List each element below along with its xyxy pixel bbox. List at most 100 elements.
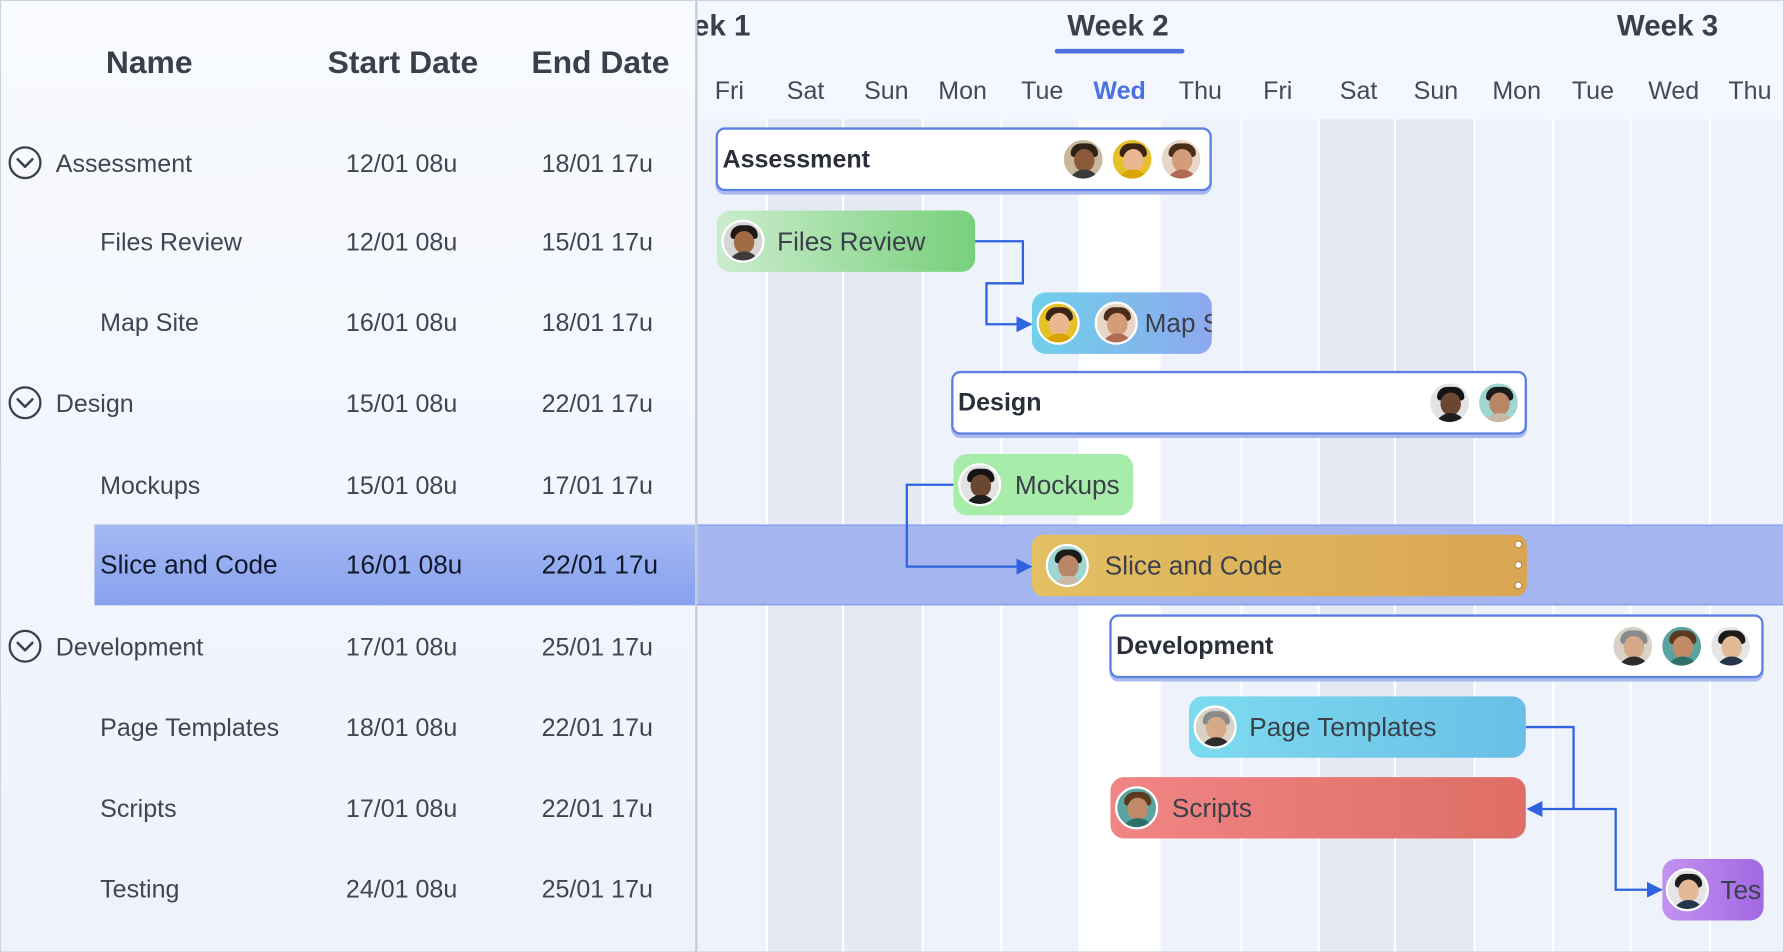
task-row-slice-and-code[interactable]: Slice and Code 16/01 08u 22/01 17u bbox=[1, 524, 696, 606]
task-row-development[interactable]: Development 17/01 08u 25/01 17u bbox=[1, 606, 695, 687]
avatar bbox=[1115, 786, 1159, 830]
day-header-sun: Sun bbox=[864, 76, 909, 105]
avatar bbox=[1036, 301, 1080, 345]
resize-handle[interactable] bbox=[1514, 540, 1523, 549]
avatar bbox=[1045, 543, 1089, 588]
task-start-date: 17/01 08u bbox=[345, 794, 458, 823]
task-bar-map-site[interactable]: Map S bbox=[1031, 292, 1212, 354]
week-header-1: ek 1 bbox=[697, 7, 751, 43]
avatar bbox=[1660, 624, 1704, 668]
day-header-fri: Fri bbox=[714, 76, 744, 105]
day-header-tue: Tue bbox=[1021, 76, 1064, 105]
day-header-mon: Mon bbox=[1492, 76, 1542, 105]
bar-label: Development bbox=[1116, 631, 1274, 660]
avatar bbox=[721, 219, 765, 263]
day-header-sun: Sun bbox=[1413, 76, 1459, 105]
bar-label: Tes bbox=[1720, 874, 1762, 905]
day-header-thu: Thu bbox=[1178, 76, 1222, 105]
bar-label: Mockups bbox=[1014, 469, 1120, 500]
bar-label: Design bbox=[958, 387, 1042, 417]
task-bar-scripts[interactable]: Scripts bbox=[1110, 777, 1526, 839]
selected-row-highlight bbox=[94, 524, 696, 606]
task-row-design[interactable]: Design 15/01 08u 22/01 17u bbox=[1, 363, 695, 444]
dependency-files-review-to-map-site bbox=[975, 240, 1033, 333]
task-name: Map Site bbox=[100, 308, 199, 337]
task-start-date: 17/01 08u bbox=[345, 632, 458, 662]
column-header-name[interactable]: Name bbox=[105, 44, 193, 80]
task-start-date: 24/01 08u bbox=[345, 874, 458, 904]
summary-bar-design[interactable]: Design bbox=[951, 370, 1527, 435]
timeline-header-bg bbox=[697, 1, 1783, 120]
avatar bbox=[1061, 137, 1105, 181]
day-header-tue: Tue bbox=[1571, 76, 1615, 105]
task-bar-mockups[interactable]: Mockups bbox=[953, 453, 1134, 516]
task-end-date: 25/01 17u bbox=[541, 632, 653, 662]
avatar bbox=[1476, 381, 1521, 425]
task-name: Mockups bbox=[100, 471, 201, 500]
task-end-date: 22/01 17u bbox=[541, 549, 659, 580]
avatar bbox=[1427, 381, 1472, 425]
week-header-2: Week 2 bbox=[1067, 7, 1169, 43]
task-start-date: 15/01 08u bbox=[345, 389, 458, 418]
task-end-date: 18/01 17u bbox=[541, 308, 653, 337]
task-name: Assessment bbox=[55, 149, 193, 178]
task-start-date: 18/01 08u bbox=[345, 713, 458, 742]
week-header-3: Week 3 bbox=[1616, 7, 1719, 43]
task-row-map-site[interactable]: Map Site 16/01 08u 18/01 17u bbox=[1, 282, 695, 363]
task-end-date: 18/01 17u bbox=[541, 149, 653, 178]
task-row-files-review[interactable]: Files Review 12/01 08u 15/01 17u bbox=[1, 201, 695, 282]
task-row-assessment[interactable]: Assessment 12/01 08u 18/01 17u bbox=[1, 123, 695, 204]
day-header-wed: Wed bbox=[1648, 76, 1700, 105]
avatar bbox=[1193, 705, 1237, 749]
resize-handle[interactable] bbox=[1514, 581, 1523, 590]
summary-bar-assessment[interactable]: Assessment bbox=[715, 127, 1212, 192]
task-row-testing[interactable]: Testing 24/01 08u 25/01 17u bbox=[1, 849, 695, 930]
collapse-chevron-icon[interactable] bbox=[8, 386, 42, 420]
collapse-chevron-icon[interactable] bbox=[8, 629, 42, 663]
task-start-date: 12/01 08u bbox=[345, 227, 458, 257]
task-bar-testing[interactable]: Tes bbox=[1662, 859, 1764, 921]
column-header-start-date[interactable]: Start Date bbox=[327, 44, 479, 80]
bar-label: Page Templates bbox=[1249, 712, 1437, 742]
task-end-date: 25/01 17u bbox=[541, 874, 653, 904]
avatar bbox=[1665, 868, 1709, 912]
collapse-chevron-icon[interactable] bbox=[8, 146, 42, 180]
bar-label: Scripts bbox=[1171, 793, 1252, 823]
day-header-sat: Sat bbox=[786, 76, 825, 105]
task-name: Design bbox=[55, 389, 134, 418]
task-name: Files Review bbox=[100, 227, 243, 257]
task-bar-page-templates[interactable]: Page Templates bbox=[1189, 696, 1526, 758]
task-name: Slice and Code bbox=[100, 549, 278, 580]
task-name: Testing bbox=[100, 874, 180, 904]
day-header-wed-today: Wed bbox=[1093, 76, 1146, 105]
task-start-date: 16/01 08u bbox=[345, 549, 463, 580]
task-bar-slice-and-code[interactable]: Slice and Code bbox=[1031, 534, 1527, 597]
resize-handle[interactable] bbox=[1514, 560, 1523, 569]
day-header-sat: Sat bbox=[1339, 76, 1378, 105]
grid-timeline-splitter[interactable] bbox=[695, 1, 698, 952]
current-week-underline bbox=[1054, 48, 1185, 54]
task-bar-files-review[interactable]: Files Review bbox=[716, 210, 976, 272]
task-row-scripts[interactable]: Scripts 17/01 08u 22/01 17u bbox=[1, 768, 695, 849]
column-header-end-date[interactable]: End Date bbox=[531, 44, 670, 80]
summary-bar-development[interactable]: Development bbox=[1109, 614, 1764, 679]
task-name: Scripts bbox=[100, 794, 177, 823]
dependency-mockups-to-slice-and-code bbox=[905, 483, 1033, 575]
dependency-links bbox=[905, 240, 1663, 898]
avatar bbox=[958, 463, 1002, 507]
avatar bbox=[1708, 624, 1753, 668]
task-start-date: 12/01 08u bbox=[345, 149, 458, 178]
task-row-mockups[interactable]: Mockups 15/01 08u 17/01 17u bbox=[1, 445, 695, 526]
task-row-page-templates[interactable]: Page Templates 18/01 08u 22/01 17u bbox=[1, 687, 695, 768]
task-start-date: 16/01 08u bbox=[345, 308, 458, 337]
task-end-date: 22/01 17u bbox=[541, 713, 653, 742]
timeline-panel[interactable]: ek 1 Week 2 Week 3 Fri Sat Sun Mon Tue W… bbox=[697, 1, 1783, 952]
day-header-fri: Fri bbox=[1263, 76, 1293, 105]
bar-label: Slice and Code bbox=[1104, 550, 1283, 581]
bar-label: Map S bbox=[1144, 308, 1212, 338]
avatar bbox=[1159, 137, 1203, 181]
task-start-date: 15/01 08u bbox=[345, 471, 458, 500]
task-end-date: 22/01 17u bbox=[541, 794, 653, 823]
task-end-date: 17/01 17u bbox=[541, 471, 653, 500]
